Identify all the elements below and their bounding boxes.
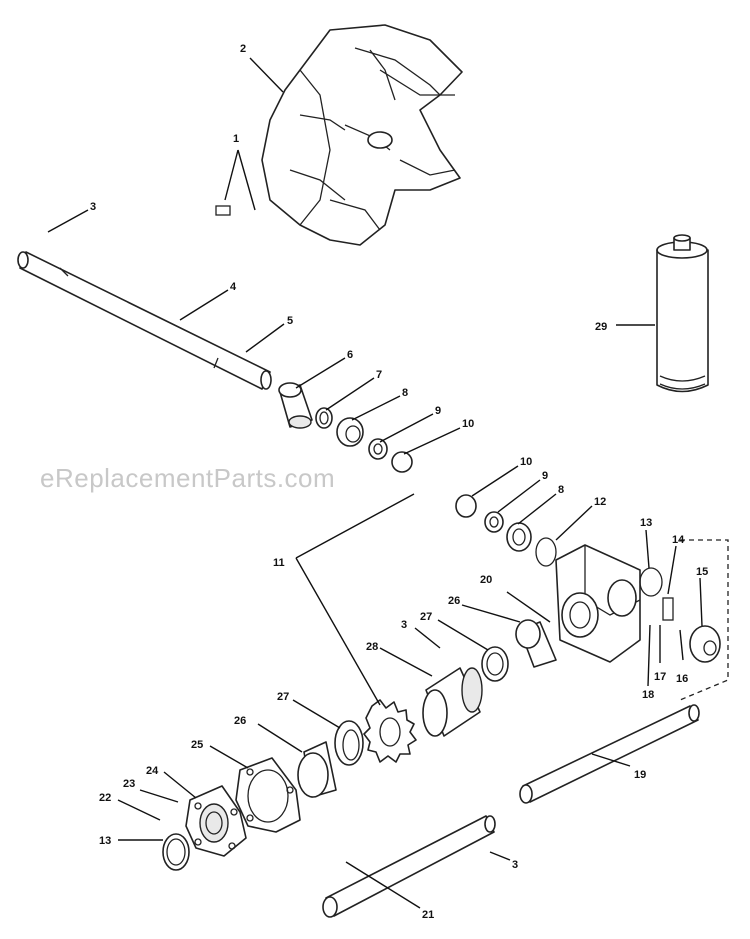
part-6-sleeve	[278, 382, 313, 429]
label-18: 18	[642, 689, 654, 701]
label-25: 25	[191, 739, 203, 751]
part-24-bearing-plate	[185, 785, 247, 857]
part-9-washer-lower	[484, 511, 504, 533]
label-24: 24	[146, 765, 159, 777]
label-13-left: 13	[99, 835, 111, 847]
label-12: 12	[594, 496, 606, 508]
part-28-bushing	[422, 667, 483, 737]
part-11-gear	[363, 699, 417, 763]
label-20: 20	[480, 574, 492, 586]
part-19-shaft	[519, 704, 700, 804]
part-2-impeller-housing	[261, 24, 463, 246]
label-21: 21	[422, 909, 434, 921]
part-4-long-shaft	[17, 251, 272, 390]
label-11: 11	[273, 557, 285, 569]
label-27-left: 27	[277, 691, 289, 703]
label-19: 19	[634, 769, 646, 781]
label-5: 5	[287, 315, 293, 327]
label-13-right: 13	[640, 517, 652, 529]
part-9-washer-upper	[368, 438, 388, 460]
label-26-right: 26	[448, 595, 460, 607]
part-13-ring-right	[639, 567, 663, 597]
part-8-bearing-upper	[336, 417, 364, 447]
part-10-collar-lower	[455, 494, 477, 518]
leader-lines	[47, 57, 703, 909]
part-26-collar-left	[297, 741, 337, 798]
label-8-upper: 8	[402, 387, 408, 399]
part-14-18-seal-group	[662, 539, 729, 701]
part-21-shaft	[322, 815, 496, 918]
part-20-gear-housing	[555, 544, 641, 663]
part-7-ring	[315, 407, 333, 429]
part-13-ring-left	[162, 833, 190, 871]
part-15-cap	[689, 625, 721, 663]
label-9-lower: 9	[542, 470, 548, 482]
part-12-snap-ring	[535, 537, 557, 567]
callout-labels: 2 1 3 4 5 6 7 8 9 10 10 9 8 12 11 13 14 …	[90, 43, 708, 921]
label-28: 28	[366, 641, 378, 653]
label-29: 29	[595, 321, 607, 333]
part-27-washer-right	[481, 646, 509, 682]
part-25-gasket	[235, 757, 301, 833]
label-4: 4	[230, 281, 237, 293]
label-10-upper: 10	[462, 418, 474, 430]
label-16: 16	[676, 673, 688, 685]
label-3-mid: 3	[401, 619, 407, 631]
label-3-top: 3	[90, 201, 96, 213]
label-9-upper: 9	[435, 405, 441, 417]
label-1: 1	[233, 133, 239, 145]
part-1-screws	[215, 205, 231, 216]
label-14: 14	[672, 534, 685, 546]
part-10-collar-upper	[391, 451, 413, 473]
label-8-lower: 8	[558, 484, 564, 496]
label-3-bottom: 3	[512, 859, 518, 871]
label-6: 6	[347, 349, 353, 361]
label-7: 7	[376, 369, 382, 381]
part-29-cylinder	[656, 234, 709, 393]
part-8-bearing-lower	[506, 522, 532, 552]
label-2: 2	[240, 43, 246, 55]
label-23: 23	[123, 778, 135, 790]
watermark-text: eReplacementParts.com	[40, 463, 335, 493]
label-17: 17	[654, 671, 666, 683]
label-10-lower: 10	[520, 456, 532, 468]
label-26-left: 26	[234, 715, 246, 727]
label-22: 22	[99, 792, 111, 804]
part-26-collar-right	[515, 619, 557, 668]
label-15: 15	[696, 566, 708, 578]
label-27-right: 27	[420, 611, 432, 623]
part-27-washer-left	[334, 720, 364, 766]
